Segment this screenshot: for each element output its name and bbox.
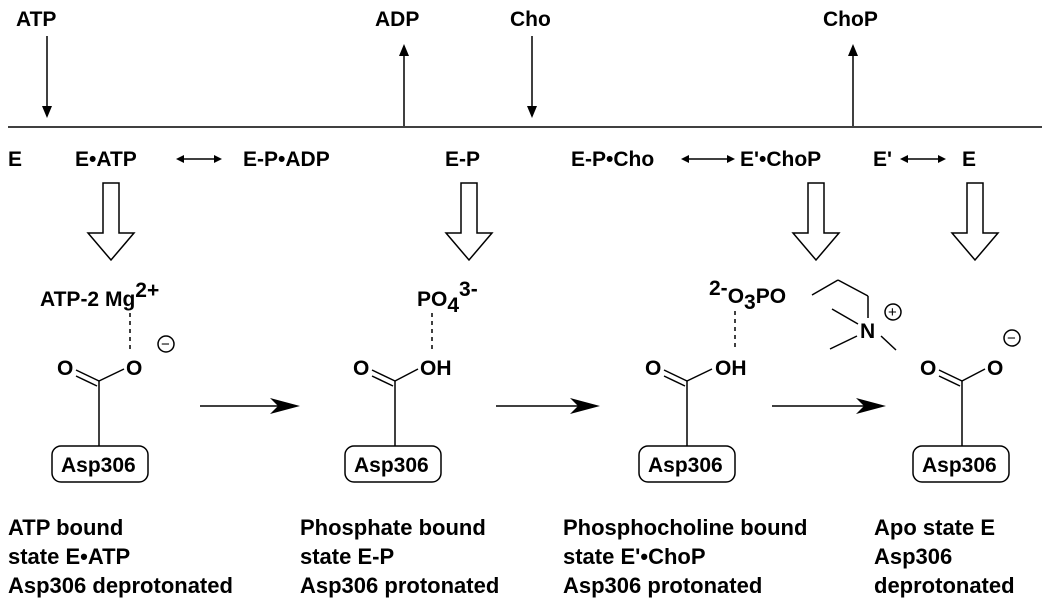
negative-charge-icon [1003, 329, 1021, 347]
svg-text:Phosphate bound: Phosphate bound [300, 515, 486, 540]
asp306-box-1 [51, 445, 149, 483]
state-e-end: E [962, 148, 976, 171]
asp306-label-3: Asp306 [648, 454, 723, 477]
asp306-label-2: Asp306 [354, 454, 429, 477]
atp-in-arrow [42, 36, 52, 118]
asp306-label-4: Asp306 [922, 454, 997, 477]
svg-text:Apo state E: Apo state E [874, 515, 995, 540]
description-4: Apo state E Asp306 deprotonated [874, 515, 1015, 598]
cho-label: Cho [510, 8, 551, 31]
adp-label: ADP [375, 8, 419, 31]
asp306-label-1: Asp306 [61, 454, 136, 477]
hydroxyl-oh: OH [420, 357, 452, 380]
state-e-prime-chop: E'•ChoP [740, 148, 821, 171]
carboxyl-o-double: O [57, 357, 73, 380]
svg-text:state E•ATP: state E•ATP [8, 544, 130, 569]
phosphate-ligand: PO43- [417, 278, 478, 317]
carboxyl-o-minus: O [987, 357, 1003, 380]
asp306-box-2 [344, 445, 442, 483]
state-e-start: E [8, 148, 22, 171]
svg-text:Asp306 deprotonated: Asp306 deprotonated [8, 573, 233, 598]
carboxyl-o-double: O [353, 357, 369, 380]
asp306-box-3 [638, 445, 736, 483]
carboxyl-o-double: O [920, 357, 936, 380]
chop-label: ChoP [823, 8, 878, 31]
panel-phosphocholine-bound: 2-O3PO N + O OH Asp306 [638, 277, 902, 483]
atp-mg-ligand: ATP-2 Mg2+ [40, 279, 159, 311]
reaction-arrow-2 [496, 398, 600, 414]
negative-charge-icon [157, 335, 175, 353]
svg-text:Asp306 protonated: Asp306 protonated [300, 573, 499, 598]
state-e-prime: E' [873, 148, 892, 171]
hollow-arrow-1 [86, 182, 136, 262]
svg-text:state E-P: state E-P [300, 544, 394, 569]
chop-out-arrow [848, 44, 858, 126]
ammonium-n: N [860, 320, 875, 343]
reaction-arrow-3 [772, 398, 886, 414]
description-1: ATP bound state E•ATP Asp306 deprotonate… [8, 515, 233, 598]
svg-text:state E'•ChoP: state E'•ChoP [563, 544, 706, 569]
equilibrium-arrow-2 [681, 155, 735, 163]
state-e-p-cho: E-P•Cho [571, 148, 654, 171]
svg-text:deprotonated: deprotonated [874, 573, 1015, 598]
state-e-atp: E•ATP [75, 148, 137, 171]
svg-text:−: − [1007, 330, 1016, 347]
carboxyl-o-minus: O [126, 357, 142, 380]
asp306-box-4 [912, 445, 1010, 483]
hollow-arrow-3 [791, 182, 841, 262]
hydroxyl-oh: OH [715, 357, 747, 380]
carboxyl-o-double: O [645, 357, 661, 380]
reaction-arrow-1 [200, 398, 300, 414]
svg-text:Asp306 protonated: Asp306 protonated [563, 573, 762, 598]
cho-in-arrow [527, 36, 537, 118]
hollow-arrow-4 [950, 182, 1000, 262]
hollow-arrow-2 [444, 182, 494, 262]
svg-text:Phosphocholine bound: Phosphocholine bound [563, 515, 807, 540]
svg-text:ATP bound: ATP bound [8, 515, 123, 540]
equilibrium-arrow-3 [900, 155, 946, 163]
adp-out-arrow [399, 44, 409, 126]
svg-text:−: − [161, 336, 170, 353]
state-e-p-adp: E-P•ADP [243, 148, 330, 171]
equilibrium-arrow-1 [176, 155, 222, 163]
panel-phosphate-bound: PO43- O OH Asp306 [344, 278, 478, 483]
atp-label: ATP [16, 8, 56, 31]
phosphocholine-ligand: 2-O3PO [709, 277, 786, 314]
panel-apo-state: O O − Asp306 [912, 329, 1021, 483]
state-e-p: E-P [445, 148, 480, 171]
svg-text:+: + [888, 304, 897, 321]
description-3: Phosphocholine bound state E'•ChoP Asp30… [563, 515, 807, 598]
svg-text:Asp306: Asp306 [874, 544, 952, 569]
description-2: Phosphate bound state E-P Asp306 protona… [300, 515, 499, 598]
positive-charge-icon [884, 303, 902, 321]
panel-atp-bound: ATP-2 Mg2+ O O − Asp306 [40, 279, 175, 483]
